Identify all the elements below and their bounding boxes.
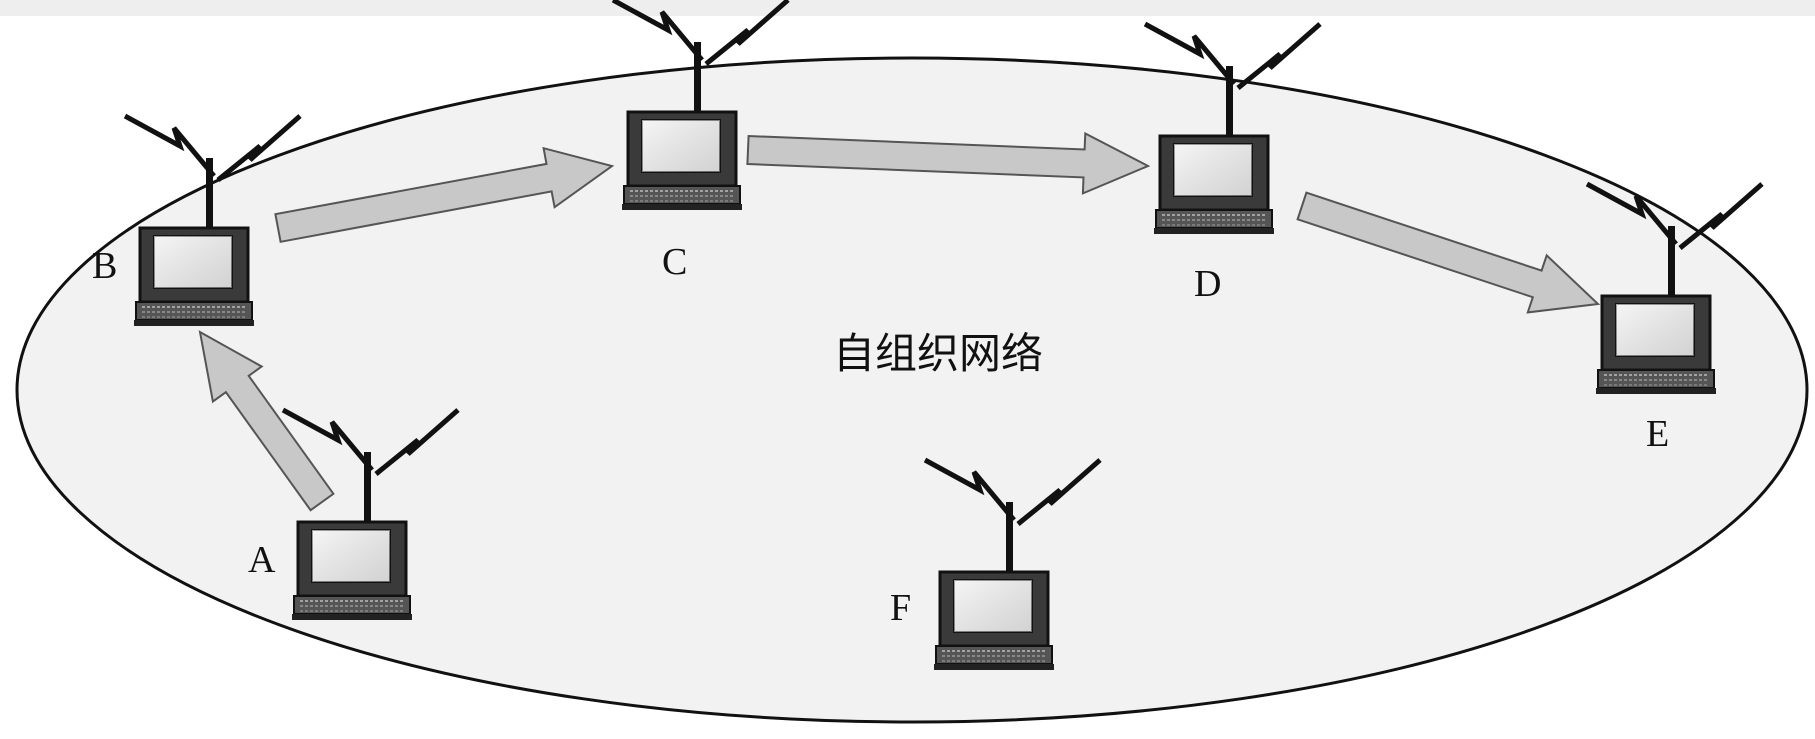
top-band: [0, 0, 1815, 16]
node-label-B: B: [92, 245, 117, 287]
network-label: 自组织网络: [833, 329, 1043, 378]
node-label-E: E: [1646, 413, 1669, 455]
arrow-C-to-D: [746, 131, 1151, 195]
node-label-D: D: [1194, 263, 1221, 305]
arrow-A-to-B: [198, 330, 335, 512]
node-label-A: A: [248, 539, 276, 581]
routing-arrows: [198, 131, 1601, 512]
arrow-D-to-E: [1296, 191, 1601, 314]
node-label-C: C: [662, 241, 687, 283]
node-label-F: F: [890, 587, 911, 629]
arrow-B-to-C: [274, 146, 615, 243]
